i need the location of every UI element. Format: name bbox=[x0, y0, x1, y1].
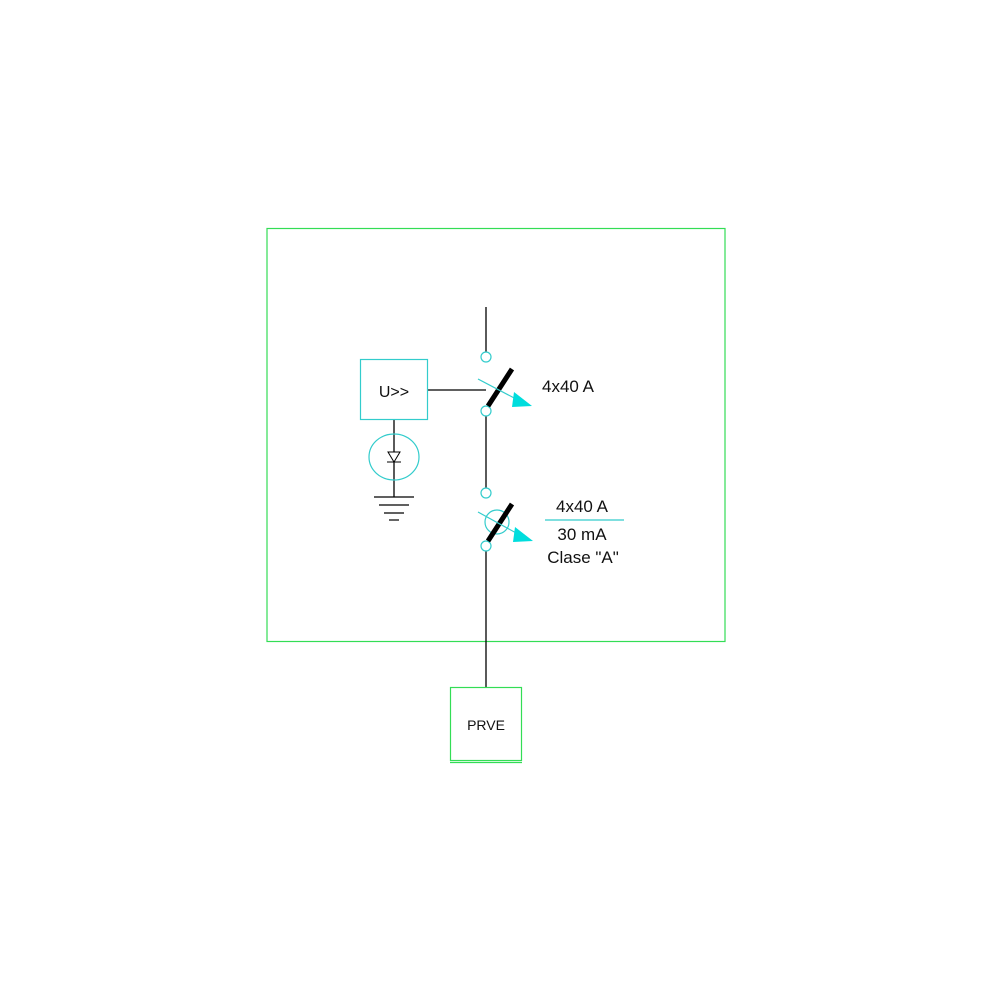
surge-arrester bbox=[368, 433, 420, 481]
diode-icon bbox=[387, 451, 401, 463]
enclosure-frame bbox=[266, 227, 726, 643]
rcd-sensitivity: 30 mA bbox=[557, 525, 607, 544]
differential-sensor-icon bbox=[484, 509, 510, 535]
arrester-circle-icon bbox=[368, 433, 420, 481]
circuit-breaker: 4x40 A bbox=[477, 351, 595, 417]
breaker-rating: 4x40 A bbox=[542, 377, 595, 396]
terminal-icon bbox=[480, 405, 492, 417]
rcd-rating: 4x40 A bbox=[556, 497, 609, 516]
load-box: PRVE bbox=[449, 686, 523, 764]
trip-arrow-head-icon bbox=[512, 392, 532, 407]
terminal-icon bbox=[480, 540, 492, 552]
switch-contact-icon bbox=[485, 502, 515, 543]
switch-contact-icon bbox=[485, 367, 515, 408]
terminal-icon bbox=[480, 351, 492, 363]
load-label: PRVE bbox=[467, 717, 505, 733]
rcd-class: Clase "A" bbox=[547, 548, 619, 567]
ground-icon bbox=[374, 496, 414, 521]
trip-arrow-icon bbox=[477, 511, 519, 535]
trip-arrow-icon bbox=[477, 378, 519, 401]
relay-label: U>> bbox=[379, 384, 409, 401]
trip-arrow-head-icon bbox=[513, 527, 533, 542]
residual-current-device: 4x40 A 30 mA Clase "A" bbox=[477, 487, 624, 567]
overvoltage-relay: U>> bbox=[359, 358, 429, 421]
terminal-icon bbox=[480, 487, 492, 499]
